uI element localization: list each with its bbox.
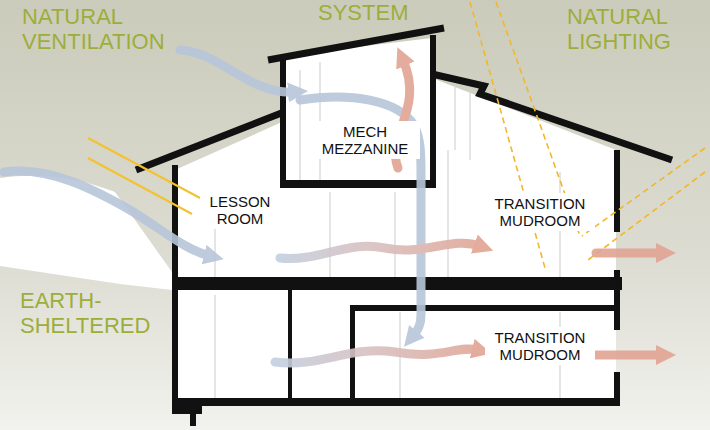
footing-post <box>190 410 196 426</box>
room-label-box: LESSON ROOM <box>200 191 280 230</box>
wall <box>614 270 620 330</box>
air-flow-arrow <box>275 349 478 363</box>
room-name: TRANSITION MUDROOM <box>489 329 591 364</box>
partition-line <box>394 192 395 277</box>
annotation-label: SYSTEM <box>318 0 418 25</box>
light-ray <box>88 158 192 214</box>
annotation-label: EARTH-SHELTERED <box>20 288 170 339</box>
room-name: LESSON ROOM <box>204 193 276 228</box>
earth-berm <box>0 176 172 290</box>
air-flow-arrow <box>300 97 421 336</box>
room-label-box: TRANSITION MUDROOM <box>485 193 595 232</box>
partition-line <box>447 150 448 277</box>
partition-line <box>469 88 470 160</box>
wall <box>172 398 620 406</box>
partition-line <box>329 192 330 277</box>
room-label-box: TRANSITION MUDROOM <box>485 327 595 366</box>
wall <box>430 35 436 188</box>
air-flow-arrow <box>4 171 210 256</box>
room-label-box: MECH MEZZANINE <box>310 121 420 160</box>
walls <box>172 35 622 414</box>
light-rays <box>88 138 200 214</box>
air-flow-arrow <box>280 243 480 258</box>
wall <box>172 277 622 290</box>
room-name: MECH MEZZANINE <box>314 123 416 158</box>
air-flows <box>4 50 662 363</box>
wall <box>288 290 292 398</box>
partition-line <box>214 295 215 398</box>
wall <box>280 55 286 188</box>
partition-line <box>454 82 455 150</box>
wall <box>350 305 615 311</box>
annotation-label: NATURAL LIGHTING <box>567 4 707 55</box>
air-flow-arrow <box>596 249 662 258</box>
roof-line <box>432 74 672 160</box>
wall <box>172 398 202 414</box>
air-flow-arrow <box>180 50 294 92</box>
wall <box>280 180 436 188</box>
wall <box>614 150 620 232</box>
air-flow-arrow <box>596 351 662 360</box>
partition-line <box>299 70 300 180</box>
annotation-label: NATURAL VENTILATION <box>22 4 212 55</box>
building-interior <box>175 38 616 400</box>
room-name: TRANSITION MUDROOM <box>489 195 591 230</box>
roof-line <box>268 28 444 60</box>
roof-line <box>136 112 284 170</box>
light-ray <box>588 172 705 260</box>
light-ray <box>582 148 705 236</box>
